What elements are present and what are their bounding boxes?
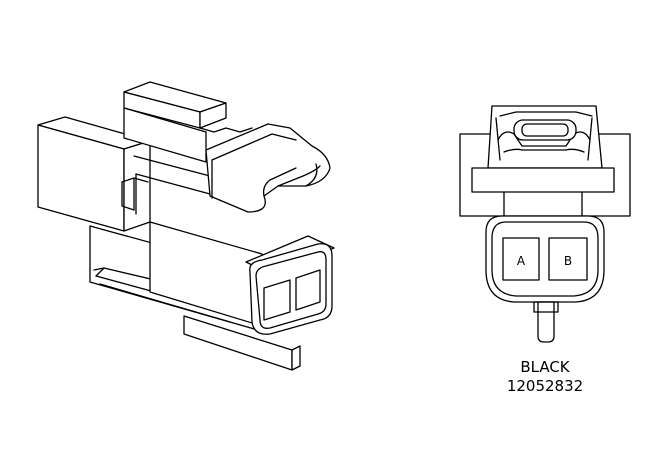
- front-housing: [149, 221, 335, 335]
- cavity-b-iso: [295, 269, 321, 311]
- latch-top: [487, 105, 603, 169]
- pin-cavity-a: A: [502, 237, 540, 281]
- connector-part-number: 12052832: [507, 377, 583, 395]
- connector-front-view: A B BLACK 12052832: [459, 105, 631, 395]
- latch-beam: [123, 81, 253, 133]
- bottom-tab: [533, 301, 559, 343]
- pin-b-label: B: [564, 254, 572, 268]
- latch-lever: [205, 123, 331, 213]
- pin-a-label: A: [517, 254, 526, 268]
- terminal-tab: [183, 315, 301, 371]
- cavity-a-iso: [263, 279, 291, 321]
- connector-color-label: BLACK: [520, 358, 570, 376]
- pin-cavity-b: B: [548, 237, 588, 281]
- connector-isometric-view: [37, 81, 335, 371]
- cross-bar: [471, 167, 615, 217]
